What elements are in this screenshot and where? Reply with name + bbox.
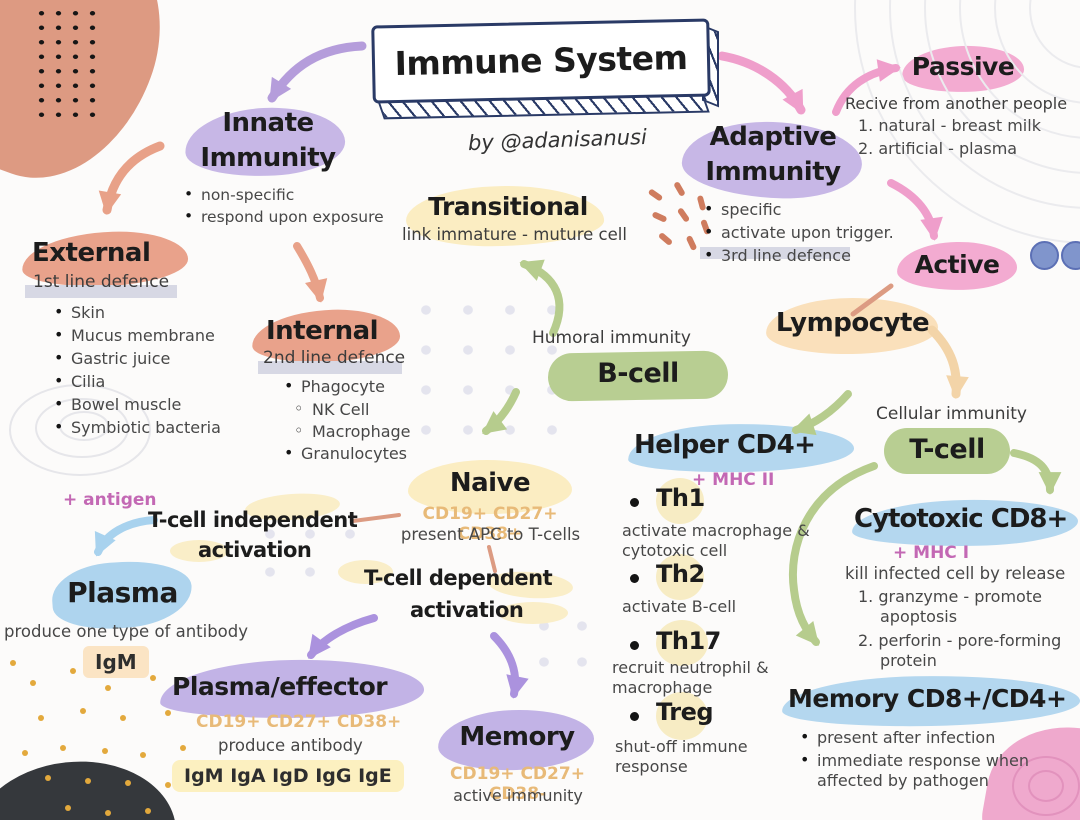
plasma-effector-desc: produce antibody xyxy=(218,736,363,755)
naive-title: Naive xyxy=(449,468,531,498)
dependent-line2: activation xyxy=(410,598,524,622)
th2-bullet xyxy=(630,574,639,583)
antigen-label: + antigen xyxy=(63,490,157,510)
naive-markers: CD19+ CD27+ CD38+ xyxy=(422,504,558,544)
arrow-innate-to-internal xyxy=(293,242,328,303)
independent-line2: activation xyxy=(198,538,312,562)
adaptive-bullets: specific activate upon trigger. 3rd line… xyxy=(702,199,894,269)
cellular-label: Cellular immunity xyxy=(876,404,1027,424)
blue-circle-1 xyxy=(1030,241,1059,270)
humoral-label: Humoral immunity xyxy=(532,328,691,348)
phagocyte-sublist: NK Cell Macrophage xyxy=(290,399,452,442)
plasma-desc: produce one type of antibody xyxy=(4,622,249,641)
transitional-title: Transitional xyxy=(428,192,588,221)
internal-list: Phagocyte NK Cell Macrophage Granulocyte… xyxy=(282,376,452,467)
arrow-dependent-to-effector xyxy=(307,614,378,659)
independent-line1: T-cell independent xyxy=(148,508,358,532)
th1-bullet xyxy=(630,498,639,507)
active-title: Active xyxy=(914,250,1000,279)
arrow-lympocyte-to-tcell xyxy=(927,325,969,399)
arrow-to-passive xyxy=(832,59,901,116)
th17-circle xyxy=(656,620,708,666)
dependent-line1: T-cell dependent xyxy=(364,566,553,590)
lympocyte-title: Lympocyte xyxy=(775,308,930,338)
dependent-highlight-a xyxy=(338,560,393,584)
plasma-title: Plasma xyxy=(67,576,178,609)
independent-highlight-b xyxy=(170,540,228,562)
arrow-title-to-innate xyxy=(267,41,367,103)
treg-circle xyxy=(656,692,708,740)
plasma-effector-markers: CD19+ CD27+ CD38+ xyxy=(196,712,402,732)
transitional-subtitle: link immature - muture cell xyxy=(402,225,627,244)
cytotoxic-mhc-label: + MHC I xyxy=(893,543,970,563)
th2-name: Th2 xyxy=(656,560,705,588)
passive-title: Passive xyxy=(911,52,1015,81)
th1-circle xyxy=(656,478,704,524)
page-title: Immune System xyxy=(394,38,688,84)
memory-t-title: Memory CD8+/CD4+ xyxy=(788,684,1067,713)
th1-desc: activate macrophage & cytotoxic cell xyxy=(622,521,810,560)
treg-desc: shut-off immune response xyxy=(615,737,748,776)
line-naive-independent xyxy=(351,513,401,523)
arrow-bcell-to-naive xyxy=(482,388,520,435)
helper-title: Helper CD4+ xyxy=(634,430,816,460)
innate-title: Innate Immunity xyxy=(200,108,336,174)
plasma-effector-title: Plasma/effector xyxy=(172,672,388,701)
innate-bullets: non-specific respond upon exposure xyxy=(182,185,384,231)
treg-name: Treg xyxy=(656,698,714,726)
arrow-bcell-to-transitional xyxy=(519,259,564,337)
internal-title: Internal xyxy=(266,316,379,346)
blue-circle-2 xyxy=(1061,241,1080,270)
memory-b-title: Memory xyxy=(459,722,575,752)
arc-rings-top-right xyxy=(854,0,1080,244)
plasma-antibody-tag: IgM xyxy=(83,646,149,678)
adaptive-title: Adaptive Immunity xyxy=(705,122,841,188)
th2-desc: activate B-cell xyxy=(622,597,737,616)
cytotoxic-list: 1. granzyme - promote apoptosis 2. perfo… xyxy=(858,587,1062,670)
naive-desc: present APC to T-cells xyxy=(400,525,581,544)
tcell-label: T-cell xyxy=(909,434,985,465)
memory-t-bullets: present after infection immediate respon… xyxy=(798,727,1063,794)
helper-mhc-label: + MHC II xyxy=(692,470,775,490)
line-active-lympocyte xyxy=(850,283,894,317)
line-naive-dependent xyxy=(487,545,497,573)
cytotoxic-title: Cytotoxic CD8+ xyxy=(854,504,1068,534)
internal-subtitle-bar xyxy=(258,361,402,374)
arrow-lympocyte-to-helper xyxy=(791,390,852,436)
th1-name: Th1 xyxy=(656,484,705,512)
th17-bullet xyxy=(630,641,639,650)
title-box: Immune System xyxy=(371,18,711,104)
passive-desc: Recive from another people xyxy=(845,94,1068,113)
bcell-label: B-cell xyxy=(597,358,679,389)
external-list: Skin Mucus membrane Gastric juice Cilia … xyxy=(52,302,221,441)
plasma-effector-antibodies-tag: IgM IgA IgD IgG IgE xyxy=(172,760,404,792)
black-dot-grid xyxy=(33,6,103,120)
arrow-dependent-to-memory xyxy=(490,632,529,699)
memory-b-markers: CD19+ CD27+ CD38- xyxy=(450,764,585,804)
tcell-pill xyxy=(884,428,1010,474)
arrow-tcell-to-memory xyxy=(788,462,878,646)
th17-name: Th17 xyxy=(656,627,721,655)
arrow-innate-to-external xyxy=(98,141,165,215)
arrow-to-active xyxy=(887,179,943,241)
external-title: External xyxy=(32,238,151,268)
dependent-highlight-c xyxy=(498,602,568,624)
th2-circle xyxy=(656,554,704,600)
cytotoxic-desc: kill infected cell by release xyxy=(845,564,1066,583)
gold-dots-cluster xyxy=(10,660,16,666)
internal-subtitle: 2nd line defence xyxy=(263,348,406,368)
passive-list: 1. natural - breast milk 2. artificial -… xyxy=(858,116,1041,158)
arrow-title-to-adaptive xyxy=(717,51,806,115)
memory-b-desc: active immunity xyxy=(453,786,583,805)
th17-desc: recruit neutrophil & macrophage xyxy=(612,658,769,697)
external-subtitle-bar xyxy=(25,285,177,298)
arrow-tcell-to-cytotoxic xyxy=(1010,449,1062,495)
naive-highlight xyxy=(408,460,572,514)
arrow-independent-to-plasma xyxy=(94,516,158,557)
treg-bullet xyxy=(630,712,639,721)
external-subtitle: 1st line defence xyxy=(33,272,170,292)
